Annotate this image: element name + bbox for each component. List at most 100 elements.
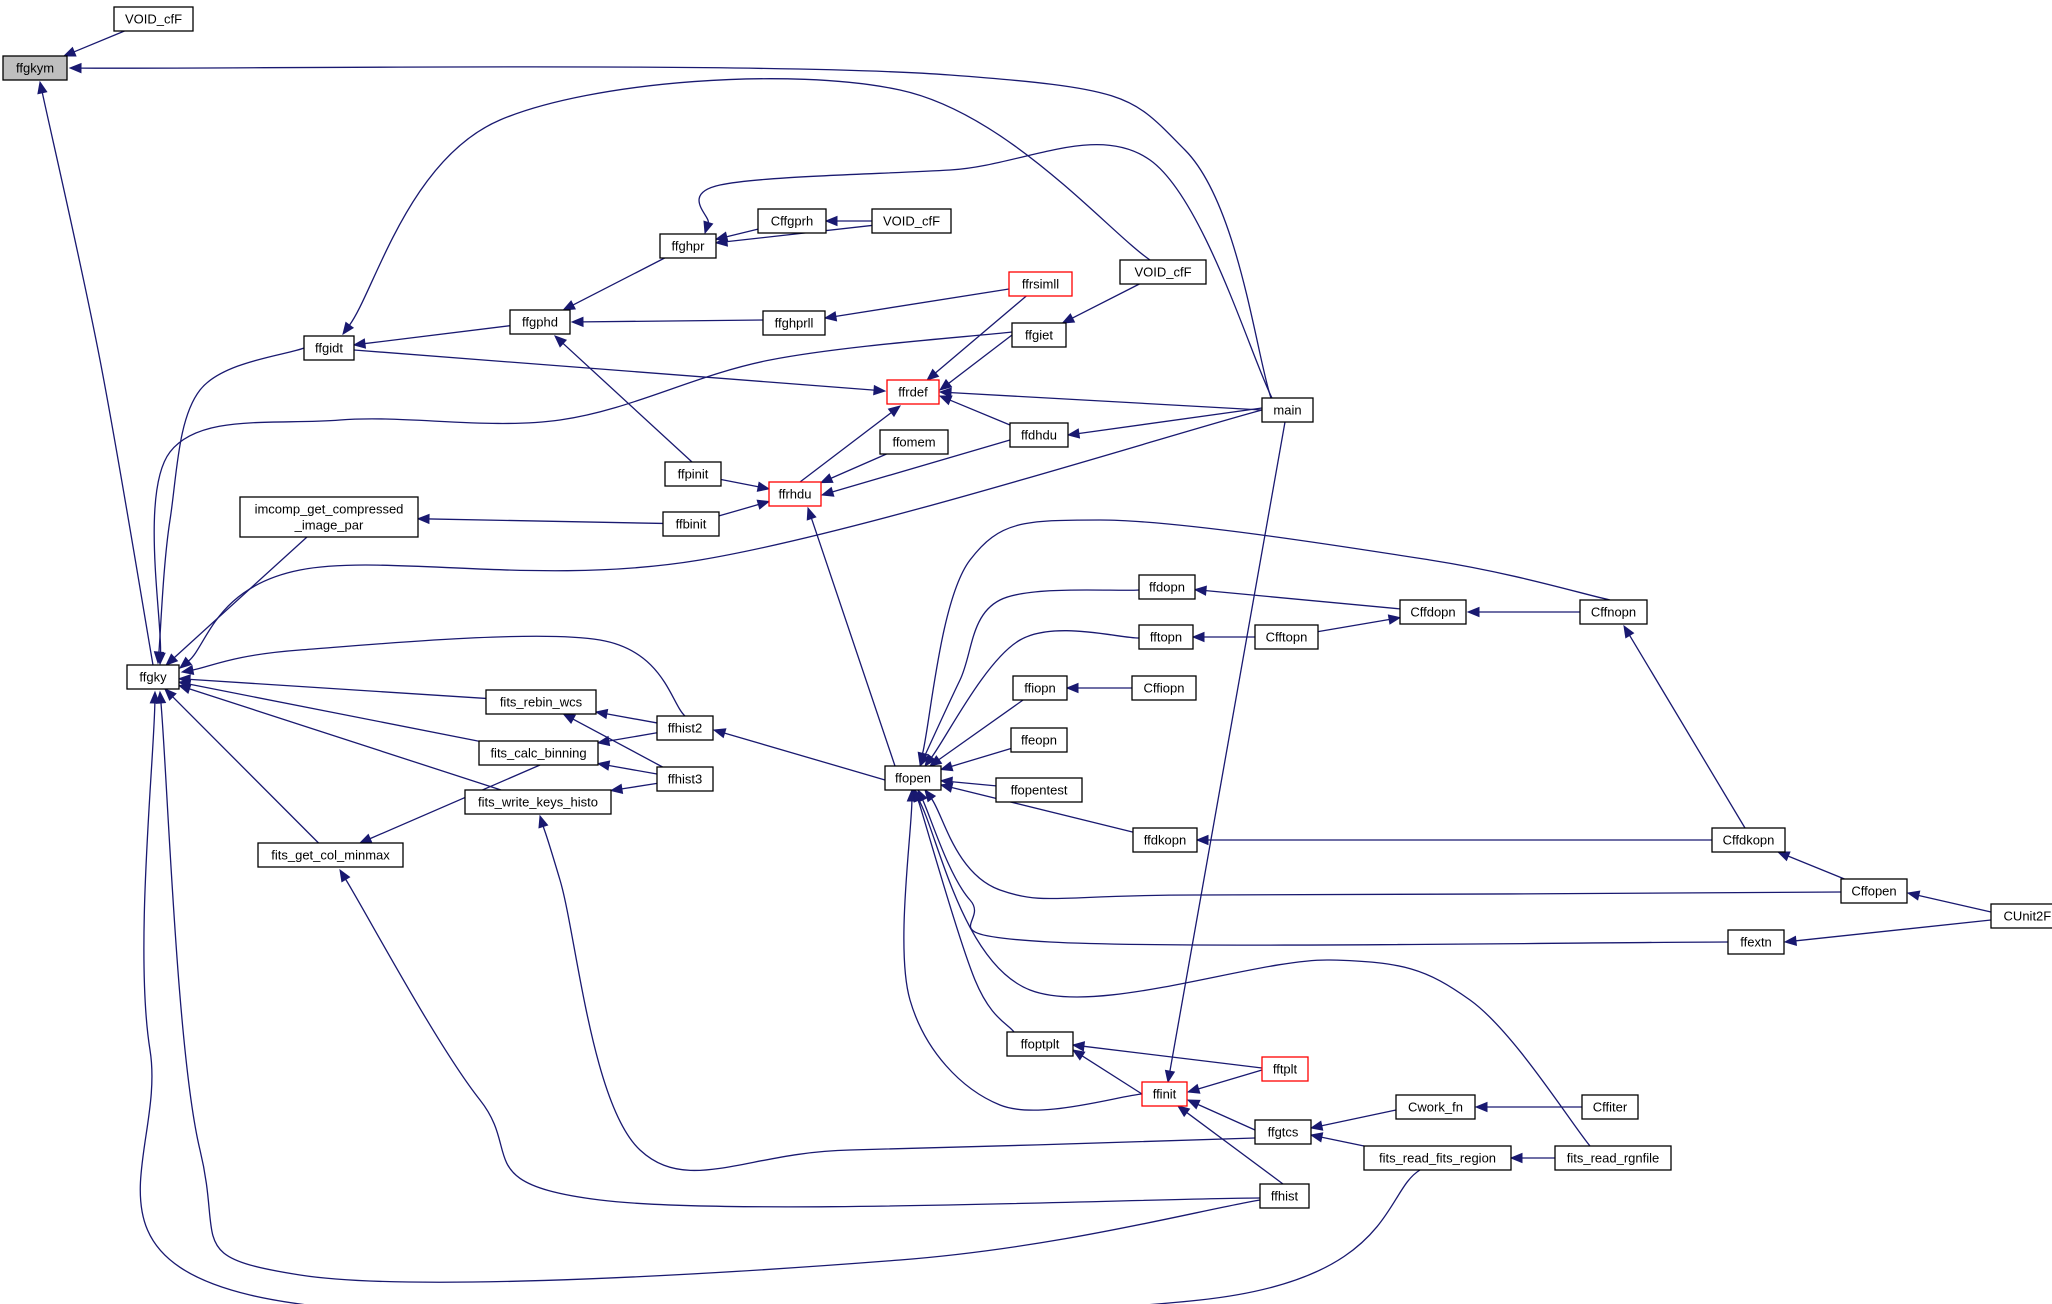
- node-ffdopn[interactable]: ffdopn: [1138, 574, 1196, 600]
- node-ffhist[interactable]: ffhist: [1259, 1183, 1310, 1209]
- node-cwork_fn[interactable]: Cwork_fn: [1395, 1094, 1476, 1120]
- node-layer: ffgkymVOID_cfFmainffgkyffgidtffgphdffghp…: [2, 6, 2052, 1209]
- node-cffgprh[interactable]: Cffgprh: [757, 208, 827, 234]
- node-label: ffdhdu: [1021, 428, 1057, 443]
- edge-arrowhead: [938, 378, 953, 391]
- node-label: ffdkopn: [1144, 833, 1186, 848]
- node-cffdkopn[interactable]: Cffdkopn: [1711, 827, 1786, 853]
- node-void_cff_top[interactable]: VOID_cfF: [113, 6, 194, 32]
- edge-line: [698, 144, 1273, 399]
- node-ffghpr[interactable]: ffghpr: [659, 233, 717, 259]
- edge-arrowhead: [926, 368, 940, 381]
- node-fits_read_rgnfile[interactable]: fits_read_rgnfile: [1554, 1145, 1672, 1171]
- node-ffghprll[interactable]: ffghprll: [762, 310, 826, 336]
- edge-ffghprll-to-ffgphd: [570, 316, 764, 328]
- edge-line: [41, 92, 154, 666]
- node-fits_write_keys_histo[interactable]: fits_write_keys_histo: [464, 789, 612, 815]
- node-ffrhdu[interactable]: ffrhdu: [768, 481, 822, 507]
- node-ffhist3[interactable]: ffhist3: [656, 766, 714, 792]
- edge-arrowhead: [1906, 890, 1921, 901]
- node-label: ffextn: [1740, 935, 1772, 950]
- node-ffextn[interactable]: ffextn: [1727, 929, 1785, 955]
- node-cffnopn[interactable]: Cffnopn: [1579, 599, 1648, 625]
- node-label: _image_par: [294, 518, 364, 533]
- node-fits_get_col_minmax[interactable]: fits_get_col_minmax: [257, 842, 404, 868]
- node-cunit2fits[interactable]: CUnit2FITS: [1990, 903, 2052, 929]
- node-ffiopn[interactable]: ffiopn: [1012, 675, 1068, 701]
- node-box: [879, 429, 949, 455]
- edge-line: [582, 319, 764, 323]
- node-ffinit[interactable]: ffinit: [1141, 1081, 1188, 1107]
- node-ffrdef[interactable]: ffrdef: [886, 379, 940, 405]
- node-ffhist2[interactable]: ffhist2: [656, 715, 714, 741]
- node-ffomem[interactable]: ffomem: [879, 429, 949, 455]
- edge-line: [572, 718, 663, 768]
- edge-line: [931, 630, 1140, 758]
- edge-arrowhead: [1474, 1101, 1488, 1113]
- edge-ffopen-to-ffrhdu: [806, 506, 896, 767]
- edge-line: [1197, 1103, 1256, 1131]
- node-ffgtcs[interactable]: ffgtcs: [1254, 1119, 1312, 1145]
- node-void_cff_right[interactable]: VOID_cfF: [1119, 259, 1207, 285]
- node-void_cff_mid[interactable]: VOID_cfF: [871, 208, 952, 234]
- node-label: Cwork_fn: [1408, 1100, 1463, 1115]
- node-ffpinit[interactable]: ffpinit: [664, 461, 722, 487]
- node-cffiter[interactable]: Cffiter: [1581, 1094, 1639, 1120]
- node-imcomp[interactable]: imcomp_get_compressed_image_par: [239, 496, 419, 538]
- node-main[interactable]: main: [1261, 397, 1314, 423]
- node-fits_read_fits_region[interactable]: fits_read_fits_region: [1363, 1145, 1512, 1171]
- edge-cffdkopn-to-cffnopn: [1623, 624, 1746, 829]
- node-ffgidt[interactable]: ffgidt: [303, 335, 355, 361]
- node-cffiopn[interactable]: Cffiopn: [1131, 675, 1197, 701]
- edge-arrowhead: [342, 321, 355, 336]
- node-box: [1141, 1081, 1188, 1107]
- edge-arrowhead: [938, 395, 953, 406]
- node-ffeopn[interactable]: ffeopn: [1010, 727, 1068, 753]
- node-ffgkym[interactable]: ffgkym: [2, 55, 68, 81]
- edge-arrowhead: [1065, 682, 1079, 694]
- edge-line: [189, 678, 487, 700]
- node-fits_calc_binning[interactable]: fits_calc_binning: [478, 740, 599, 766]
- node-box: [1840, 878, 1908, 904]
- node-cffopen[interactable]: Cffopen: [1840, 878, 1908, 904]
- node-label: fits_write_keys_histo: [478, 795, 598, 810]
- node-ffdhdu[interactable]: ffdhdu: [1009, 422, 1069, 448]
- node-ffrsimll[interactable]: ffrsimll: [1008, 271, 1073, 297]
- edge-line: [353, 349, 875, 391]
- edge-arrowhead: [1071, 1041, 1086, 1052]
- node-box: [664, 461, 722, 487]
- edge-line: [921, 519, 1611, 754]
- node-ffbinit[interactable]: ffbinit: [662, 511, 720, 537]
- node-label: ffgtcs: [1268, 1125, 1299, 1140]
- edge-arrowhead: [1783, 935, 1797, 946]
- node-box: [1261, 397, 1314, 423]
- node-ffopentest[interactable]: ffopentest: [995, 777, 1083, 803]
- node-ffdkopn[interactable]: ffdkopn: [1132, 827, 1198, 853]
- edge-cffopen-to-cffdkopn: [1776, 851, 1845, 880]
- edge-fftopn-to-ffopen: [924, 630, 1140, 768]
- edge-line: [572, 257, 665, 306]
- node-ffoptplt[interactable]: ffoptplt: [1006, 1031, 1074, 1057]
- node-cffdopn[interactable]: Cffdopn: [1399, 599, 1467, 625]
- edge-cunit2fits-to-ffextn: [1783, 919, 1992, 946]
- edge-cunit2fits-to-cffopen: [1906, 890, 1992, 913]
- node-label: fits_get_col_minmax: [271, 848, 390, 863]
- edge-line: [172, 696, 319, 844]
- edge-ffghpr-to-ffgphd: [562, 257, 665, 311]
- node-fftplt[interactable]: fftplt: [1261, 1056, 1309, 1082]
- node-ffgiet[interactable]: ffgiet: [1011, 322, 1067, 348]
- edge-line: [951, 747, 1012, 768]
- edge-line: [608, 732, 658, 742]
- node-ffgky[interactable]: ffgky: [126, 664, 180, 690]
- node-fftopn[interactable]: fftopn: [1138, 624, 1194, 650]
- edge-line: [949, 399, 1011, 426]
- node-label: ffdopn: [1149, 580, 1185, 595]
- node-ffopen[interactable]: ffopen: [884, 765, 942, 791]
- edge-ffdhdu-to-ffrhdu: [820, 439, 1011, 497]
- edge-arrowhead: [924, 788, 937, 803]
- node-cfftopn[interactable]: Cfftopn: [1254, 624, 1319, 650]
- edge-arrowhead: [1061, 313, 1076, 324]
- node-fits_rebin_wcs[interactable]: fits_rebin_wcs: [485, 689, 597, 715]
- node-ffgphd[interactable]: ffgphd: [509, 309, 571, 335]
- node-box: [126, 664, 180, 690]
